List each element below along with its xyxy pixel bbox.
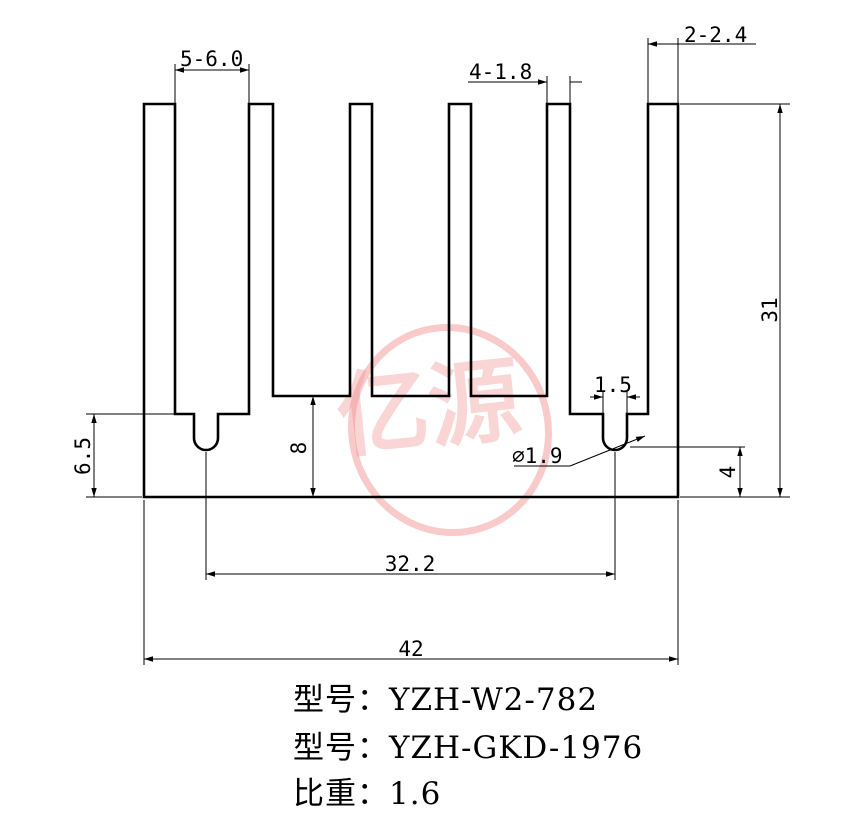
spec-model-2-value: YZH-GKD-1976 xyxy=(389,730,644,766)
dim-fin-gap: 5-6.0 xyxy=(174,47,250,103)
watermark-logo: 亿源 xyxy=(332,323,552,537)
spec-model-2: 型号：YZH-GKD-1976 xyxy=(293,722,643,767)
dim-fin-gap-label: 5-6.0 xyxy=(180,47,243,71)
spec-model-1-value: YZH-W2-782 xyxy=(389,682,599,718)
spec-model-1: 型号：YZH-W2-782 xyxy=(293,674,598,719)
spec-density-value: 1.6 xyxy=(389,776,442,812)
dim-height-label: 31 xyxy=(758,297,782,322)
dim-base-height: 6.5 xyxy=(71,413,175,498)
dim-hole-spacing: 32.2 xyxy=(205,452,616,580)
dim-hole-diameter-label: ⌀1.9 xyxy=(512,444,563,468)
spec-model-2-label: 型号： xyxy=(293,730,389,766)
dim-inner-fin: 4-1.8 xyxy=(468,60,582,103)
dim-base-height-label: 6.5 xyxy=(71,437,95,475)
dim-hole-diameter: ⌀1.9 xyxy=(512,435,646,468)
dim-hole-height: 4 xyxy=(630,446,745,497)
dim-total-width: 42 xyxy=(143,500,679,665)
dim-height: 31 xyxy=(680,103,790,498)
watermark-text: 亿源 xyxy=(332,346,526,472)
dim-slot-depth: 8 xyxy=(287,396,316,497)
spec-density: 比重：1.6 xyxy=(293,768,441,813)
dim-inner-fin-label: 4-1.8 xyxy=(469,60,532,84)
dim-slot-width-label: 1.5 xyxy=(594,373,632,397)
dim-outer-fin: 2-2.4 xyxy=(647,23,756,103)
heatsink-outline xyxy=(142,102,680,499)
spec-density-label: 比重： xyxy=(293,776,389,812)
spec-model-1-label: 型号： xyxy=(293,682,389,718)
dim-outer-fin-label: 2-2.4 xyxy=(684,23,747,47)
dim-slot-depth-label: 8 xyxy=(287,442,311,455)
dim-hole-spacing-label: 32.2 xyxy=(385,552,436,576)
dim-slot-width: 1.5 xyxy=(590,373,640,413)
dim-hole-height-label: 4 xyxy=(716,466,740,479)
dim-total-width-label: 42 xyxy=(398,637,423,661)
